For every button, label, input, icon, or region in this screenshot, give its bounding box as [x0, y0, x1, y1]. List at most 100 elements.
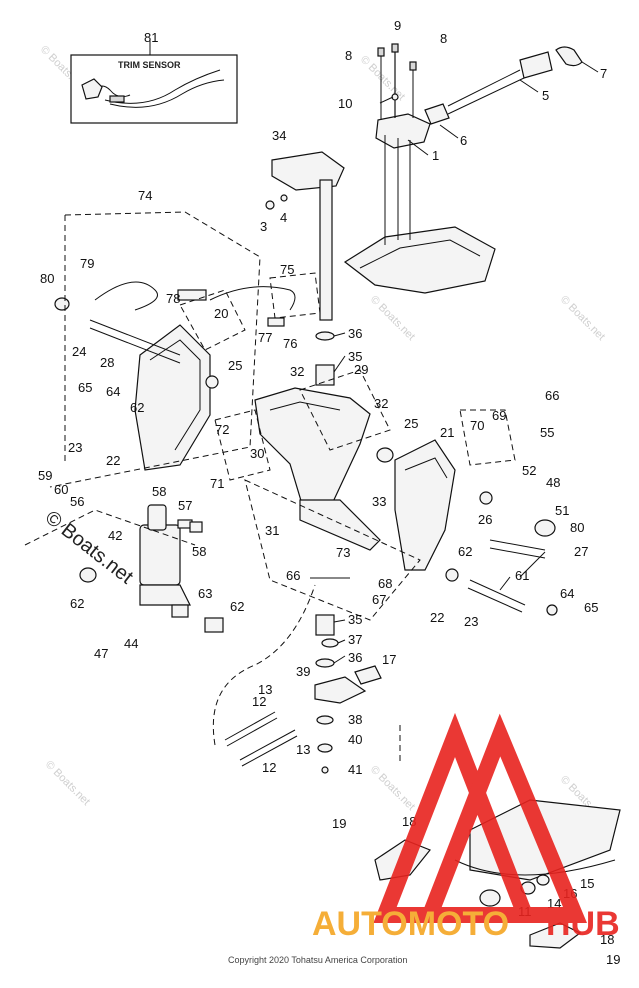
callout-62: 62: [230, 599, 244, 614]
callout-27: 27: [574, 544, 588, 559]
callout-numbers: 81 9 8 8 7 5 10 6 1 34 3 4 74 75 79 80 7…: [38, 18, 620, 967]
callout-32: 32: [290, 364, 304, 379]
callout-47: 47: [94, 646, 108, 661]
watermark: © Boats.net: [368, 764, 417, 813]
top-mount-assembly: [343, 43, 583, 294]
callout-58: 58: [152, 484, 166, 499]
callout-37: 37: [348, 632, 362, 647]
callout-58: 58: [192, 544, 206, 559]
callout-25: 25: [404, 416, 418, 431]
callout-76: 76: [283, 336, 297, 351]
callout-8: 8: [440, 31, 447, 46]
callout-66: 66: [286, 568, 300, 583]
callout-19: 19: [606, 952, 620, 967]
callout-23: 23: [464, 614, 478, 629]
callout-7: 7: [600, 66, 607, 81]
watermark: © Boats.net: [43, 759, 92, 808]
callout-77: 77: [258, 330, 272, 345]
callout-17: 17: [382, 652, 396, 667]
callout-48: 48: [546, 475, 560, 490]
callout-23: 23: [68, 440, 82, 455]
callout-62: 62: [70, 596, 84, 611]
callout-62: 62: [130, 400, 144, 415]
callout-80: 80: [570, 520, 584, 535]
callout-60: 60: [54, 482, 68, 497]
callout-19: 19: [332, 816, 346, 831]
callout-71: 71: [210, 476, 224, 491]
callout-75: 75: [280, 262, 294, 277]
callout-59: 59: [38, 468, 52, 483]
callout-63: 63: [198, 586, 212, 601]
callout-1: 1: [432, 148, 439, 163]
swivel-bracket: [254, 387, 381, 668]
callout-33: 33: [372, 494, 386, 509]
callout-36: 36: [348, 650, 362, 665]
callout-72: 72: [215, 422, 229, 437]
callout-34: 34: [272, 128, 286, 143]
callout-35: 35: [348, 612, 362, 627]
callout-12: 12: [262, 760, 276, 775]
stern-bracket-left: [54, 281, 296, 471]
callout-13: 13: [296, 742, 310, 757]
callout-39: 39: [296, 664, 310, 679]
callout-67: 67: [372, 592, 386, 607]
callout-52: 52: [522, 463, 536, 478]
callout-22: 22: [106, 453, 120, 468]
callout-21: 21: [440, 425, 454, 440]
callout-65: 65: [584, 600, 598, 615]
callout-40: 40: [348, 732, 362, 747]
callout-42: 42: [108, 528, 122, 543]
callout-65: 65: [78, 380, 92, 395]
callout-38: 38: [348, 712, 362, 727]
callout-18: 18: [600, 932, 614, 947]
callout-13: 13: [258, 682, 272, 697]
callout-80: 80: [40, 271, 54, 286]
callout-56: 56: [70, 494, 84, 509]
callout-68: 68: [378, 576, 392, 591]
logo-text-automoto: AUTOMOTO: [312, 905, 509, 943]
logo-text-hub: HUB: [546, 905, 620, 943]
callout-81: 81: [144, 30, 158, 45]
callout-74: 74: [138, 188, 152, 203]
callout-31: 31: [265, 523, 279, 538]
callout-24: 24: [72, 344, 86, 359]
callout-28: 28: [100, 355, 114, 370]
callout-64: 64: [106, 384, 120, 399]
copyright-text: Copyright 2020 Tohatsu America Corporati…: [228, 955, 407, 965]
callout-3: 3: [260, 219, 267, 234]
callout-61: 61: [515, 568, 529, 583]
callout-15: 15: [580, 876, 594, 891]
steering-shaft: [265, 151, 345, 386]
trim-cylinder: [79, 504, 224, 633]
watermark: © Boats.net: [358, 54, 407, 103]
callout-35: 35: [348, 349, 362, 364]
stern-bracket-right: [376, 439, 558, 616]
callout-78: 78: [166, 291, 180, 306]
callout-25: 25: [228, 358, 242, 373]
callout-32: 32: [374, 396, 388, 411]
callout-70: 70: [470, 418, 484, 433]
callout-66: 66: [545, 388, 559, 403]
leader-lines: [310, 61, 599, 664]
watermark: © Boats.net: [558, 294, 607, 343]
dashed-group-outlines: [24, 211, 516, 765]
callout-5: 5: [542, 88, 549, 103]
callout-73: 73: [336, 545, 350, 560]
callout-57: 57: [178, 498, 192, 513]
trim-sensor-inset: TRIM SENSOR: [70, 40, 238, 124]
callout-62: 62: [458, 544, 472, 559]
callout-10: 10: [338, 96, 352, 111]
callout-51: 51: [555, 503, 569, 518]
callout-20: 20: [214, 306, 228, 321]
callout-44: 44: [124, 636, 138, 651]
callout-64: 64: [560, 586, 574, 601]
inset-label: TRIM SENSOR: [118, 60, 181, 70]
callout-22: 22: [430, 610, 444, 625]
callout-12: 12: [252, 694, 266, 709]
callout-26: 26: [478, 512, 492, 527]
callout-79: 79: [80, 256, 94, 271]
callout-9: 9: [394, 18, 401, 33]
callout-4: 4: [280, 210, 287, 225]
callout-36: 36: [348, 326, 362, 341]
watermark: © Boats.net: [368, 294, 417, 343]
